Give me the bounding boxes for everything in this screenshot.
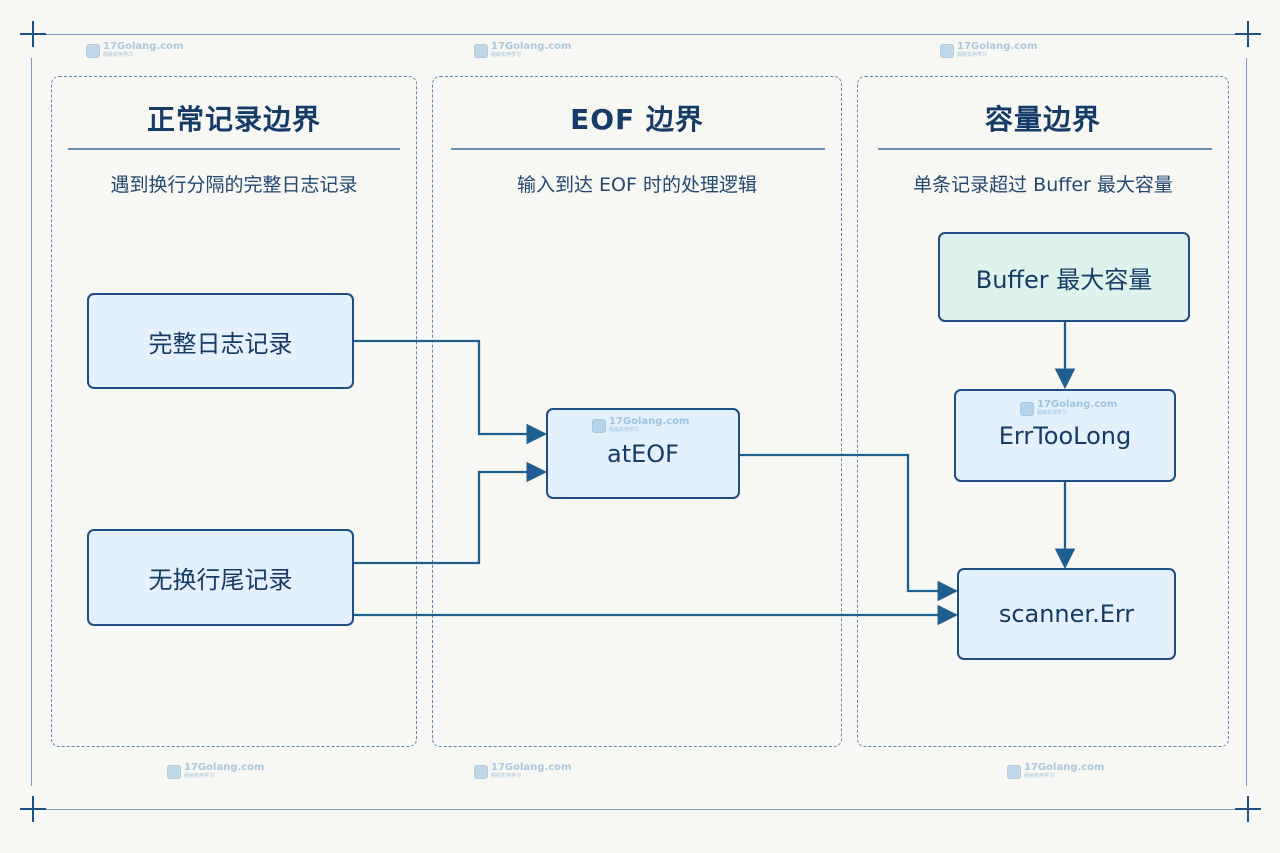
lane-title-capacity: 容量边界 <box>984 103 1101 136</box>
scanner-err-node: scanner.Err <box>957 568 1176 660</box>
17golang-logo-icon <box>1020 402 1034 416</box>
no-newline-tail-record-node: 无换行尾记录 <box>87 529 354 626</box>
lane-divider-capacity <box>878 148 1212 150</box>
watermark-text: 17Golang.com <box>491 762 572 773</box>
buffer-max-capacity-node: Buffer 最大容量 <box>938 232 1190 322</box>
17golang-logo-icon <box>474 765 488 779</box>
watermark-small-text: 超级实用学习 <box>609 427 640 433</box>
complete-log-record-node: 完整日志记录 <box>87 293 354 389</box>
crosshair-icon <box>20 21 46 47</box>
lane-title-normal-record: 正常记录边界 <box>146 103 321 136</box>
watermark-text: 17Golang.com <box>1024 762 1105 773</box>
lane-capacity <box>857 76 1229 747</box>
17golang-logo-icon <box>474 44 488 58</box>
watermark-small-text: 超级实用学习 <box>491 773 522 779</box>
watermark-small-text: 超级实用学习 <box>957 52 988 58</box>
watermark-text: 17Golang.com <box>184 762 265 773</box>
watermark-text: 17Golang.com <box>1037 399 1118 410</box>
crosshair-icon <box>20 796 46 822</box>
watermark-text: 17Golang.com <box>957 41 1038 52</box>
top-guide-line <box>30 34 1250 35</box>
crosshair-icon <box>1235 21 1261 47</box>
lane-subtitle-normal-record: 遇到换行分隔的完整日志记录 <box>110 174 358 196</box>
right-guide-line <box>1246 58 1247 786</box>
watermark-small-text: 超级实用学习 <box>1024 773 1055 779</box>
watermark-small-text: 超级实用学习 <box>103 52 134 58</box>
lane-divider-eof <box>451 148 825 150</box>
crosshair-icon <box>1235 796 1261 822</box>
watermark-text: 17Golang.com <box>491 41 572 52</box>
17golang-logo-icon <box>592 419 606 433</box>
bottom-guide-line <box>30 809 1250 810</box>
17golang-logo-icon <box>940 44 954 58</box>
17golang-logo-icon <box>167 765 181 779</box>
left-guide-line <box>31 58 32 786</box>
lane-title-eof: EOF 边界 <box>570 103 704 136</box>
lane-subtitle-eof: 输入到达 EOF 时的处理逻辑 <box>517 174 757 196</box>
lane-divider-normal-record <box>68 148 400 150</box>
ateof-node: atEOF <box>546 408 740 499</box>
watermark-text: 17Golang.com <box>609 416 690 427</box>
watermark-text: 17Golang.com <box>103 41 184 52</box>
watermark-small-text: 超级实用学习 <box>1037 410 1068 416</box>
watermark-small-text: 超级实用学习 <box>491 52 522 58</box>
lane-subtitle-capacity: 单条记录超过 Buffer 最大容量 <box>913 174 1173 196</box>
17golang-logo-icon <box>86 44 100 58</box>
17golang-logo-icon <box>1007 765 1021 779</box>
watermark-small-text: 超级实用学习 <box>184 773 215 779</box>
errtoolong-node: ErrTooLong <box>954 389 1176 482</box>
